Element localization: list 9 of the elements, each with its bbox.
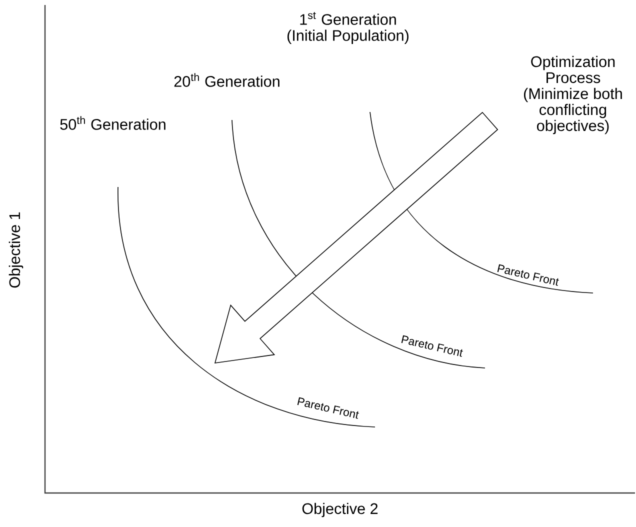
- axis-label: Objective 2: [302, 502, 378, 518]
- generation-label: 50$^{th}$ Generation: [60, 116, 166, 130]
- generation-label: 20$^{th}$ Generation: [174, 73, 280, 87]
- curve-label: Pareto Front: [297, 397, 359, 419]
- process-label: Optimization Process (Minimize both conflicting objectives): [524, 56, 622, 134]
- axis-label: Objective 1: [8, 212, 24, 288]
- curve-label: Pareto Front: [401, 335, 463, 357]
- curve-label: Pareto Front: [497, 264, 559, 286]
- generation-label: 1$^{st}$ Generation (Initial Population): [287, 12, 408, 44]
